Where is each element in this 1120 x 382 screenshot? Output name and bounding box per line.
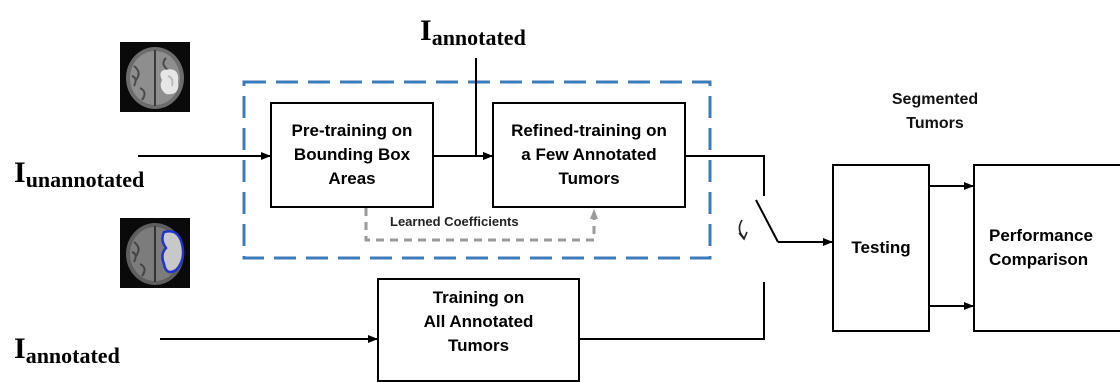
training-all-box: Training on All Annotated Tumors: [377, 278, 580, 382]
training-all-output-wire: [580, 282, 765, 340]
refined-output-wire: [686, 155, 765, 196]
refined-training-box: Refined-training on a Few Annotated Tumo…: [492, 102, 686, 208]
unannotated-input-label: Iunannotated: [14, 156, 145, 192]
bottom-annotated-input-label: Iannotated: [14, 332, 120, 368]
learned-coefficients-label: Learned Coefficients: [386, 214, 523, 230]
top-annotated-input-arrow: [475, 58, 493, 160]
pretraining-box: Pre-training on Bounding Box Areas: [270, 102, 434, 208]
refined-training-box-label: Refined-training on a Few Annotated Tumo…: [511, 121, 667, 188]
segmented-tumors-label: Segmented Tumors: [891, 91, 979, 132]
performance-comparison-box-label: Performance Comparison: [989, 226, 1093, 269]
testing-box-label: Testing: [851, 238, 911, 257]
switch-blade: [755, 199, 779, 243]
top-annotated-input-label: Iannotated: [420, 14, 526, 50]
performance-comparison-box: Performance Comparison: [973, 164, 1120, 332]
mri-brain-scan-outlined-tumor: [120, 218, 190, 288]
testing-box: Testing: [832, 164, 930, 332]
switch-toggle-icon: [738, 219, 748, 241]
pretraining-box-label: Pre-training on Bounding Box Areas: [291, 121, 413, 188]
training-all-box-label: Training on All Annotated Tumors: [423, 288, 534, 355]
mri-brain-scan-highlighted-tumor: [120, 42, 190, 112]
learned-coefficients-path: [364, 208, 598, 242]
